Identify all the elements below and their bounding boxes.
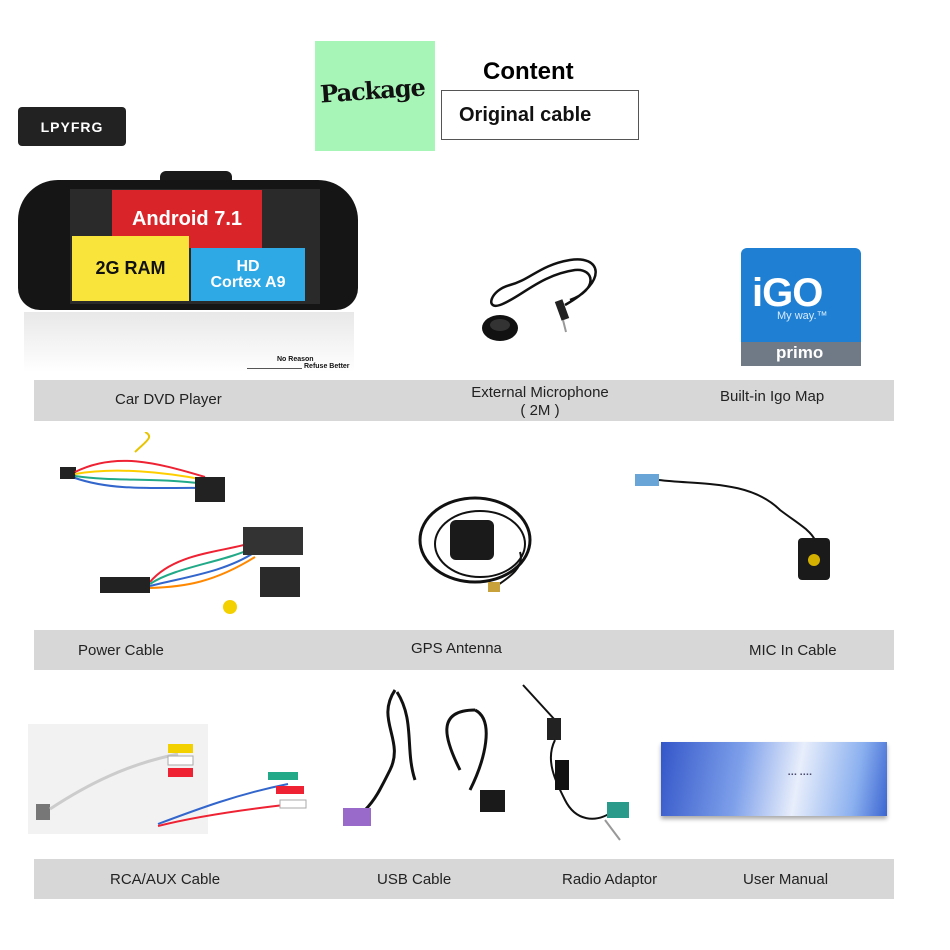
label-mic-in-cable: MIC In Cable (749, 642, 837, 659)
label-user-manual: User Manual (743, 871, 829, 888)
content-title: Content (483, 58, 574, 85)
rca-aux-cable-image (28, 724, 307, 834)
brand-name: LPYFRG (40, 118, 104, 135)
igo-edition-strip (741, 342, 861, 366)
note-line2: Refuse Better (304, 363, 350, 370)
mic-in-cable-image (635, 474, 830, 580)
tile-cpu-line2: Cortex A9 (210, 273, 286, 291)
label-gps-antenna: GPS Antenna (411, 640, 502, 657)
usb-cable-image (343, 689, 505, 826)
tile-cpu: HD Cortex A9 (191, 248, 305, 301)
content-value: Original cable (459, 103, 592, 126)
package-highlight (315, 41, 435, 151)
label-radio-adaptor: Radio Adaptor (562, 871, 658, 888)
note-line1: No Reason (277, 356, 314, 363)
igo-tagline: My way.™ (777, 310, 828, 322)
label-bar-row3 (34, 859, 894, 899)
label-car-dvd-player: Car DVD Player (115, 391, 222, 408)
label-usb-cable: USB Cable (377, 871, 452, 888)
label-bar-row1 (34, 380, 894, 421)
igo-logo: iGO (752, 271, 823, 315)
label-bar-row2 (34, 630, 894, 670)
microphone-image (482, 258, 597, 341)
tile-cpu-line1: HD (236, 257, 260, 275)
note-underline (247, 368, 302, 369)
brand-badge: LPYFRG (18, 107, 126, 146)
gps-antenna-image (418, 496, 532, 592)
manual-cover-text: ▪▪▪ ▪▪▪▪ (788, 772, 813, 778)
label-power-cable: Power Cable (78, 642, 164, 659)
radio-adaptor-image (522, 684, 629, 841)
power-cable-image (60, 432, 303, 614)
label-microphone-length: ( 2M ) (520, 402, 560, 419)
user-manual-image (661, 742, 887, 816)
label-rca-aux-cable: RCA/AUX Cable (110, 871, 221, 888)
igo-edition: primo (776, 343, 824, 362)
tile-ram: 2G RAM (72, 236, 189, 301)
content-value-box: Original cable (441, 90, 639, 140)
unit-reflection (24, 312, 354, 372)
label-igo-map: Built-in Igo Map (720, 388, 825, 405)
label-external-microphone: External Microphone (471, 384, 609, 401)
